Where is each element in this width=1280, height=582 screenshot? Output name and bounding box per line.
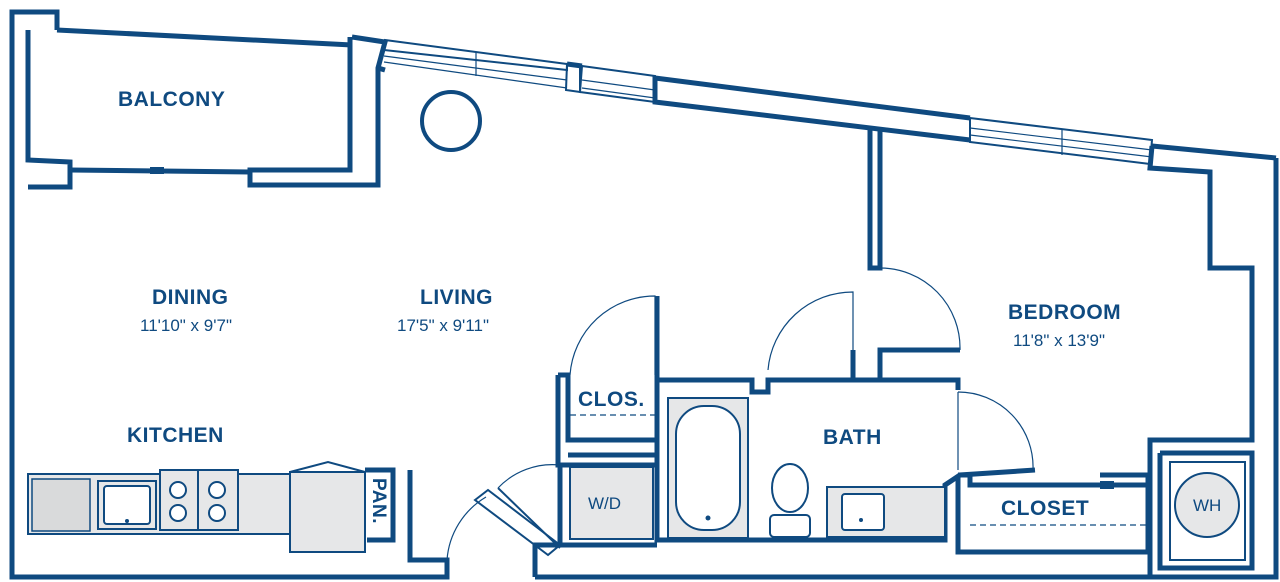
- clos-label: CLOS.: [578, 388, 645, 411]
- windows: [377, 38, 1154, 166]
- living-label: LIVING: [420, 286, 493, 309]
- pantry-label: PAN.: [368, 478, 389, 524]
- balcony-label: BALCONY: [118, 88, 225, 111]
- living-size: 17'5" x 9'11": [397, 316, 489, 335]
- bedroom-walls: [850, 130, 961, 390]
- kitchen-label: KITCHEN: [127, 424, 224, 447]
- closet-handle: [1100, 481, 1114, 489]
- dining-label: DINING: [152, 286, 229, 309]
- column-circle: [420, 90, 482, 152]
- balcony-walls: [25, 30, 251, 190]
- toilet-bowl: [771, 463, 809, 513]
- dishwasher: [31, 478, 91, 532]
- water-heater: [1174, 472, 1240, 538]
- refrigerator: [289, 471, 366, 553]
- wd-label: W/D: [588, 494, 621, 513]
- kitchen-counter: [27, 460, 396, 553]
- bedroom-size: 11'8" x 13'9": [1013, 331, 1105, 350]
- wh-label: WH: [1193, 496, 1221, 515]
- entry-door: [446, 464, 562, 561]
- closet-walls: [955, 440, 1255, 577]
- dining-size: 11'10" x 9'7": [140, 316, 232, 335]
- toilet-tank: [769, 514, 811, 538]
- bath-fixtures: [667, 397, 946, 539]
- balcony-door-handle: [150, 167, 164, 174]
- clos-walls: [555, 295, 657, 468]
- closet-label: CLOSET: [1001, 497, 1089, 520]
- bath-label: BATH: [823, 426, 882, 449]
- bedroom-label: BEDROOM: [1008, 301, 1121, 324]
- washer-dryer: [569, 466, 654, 540]
